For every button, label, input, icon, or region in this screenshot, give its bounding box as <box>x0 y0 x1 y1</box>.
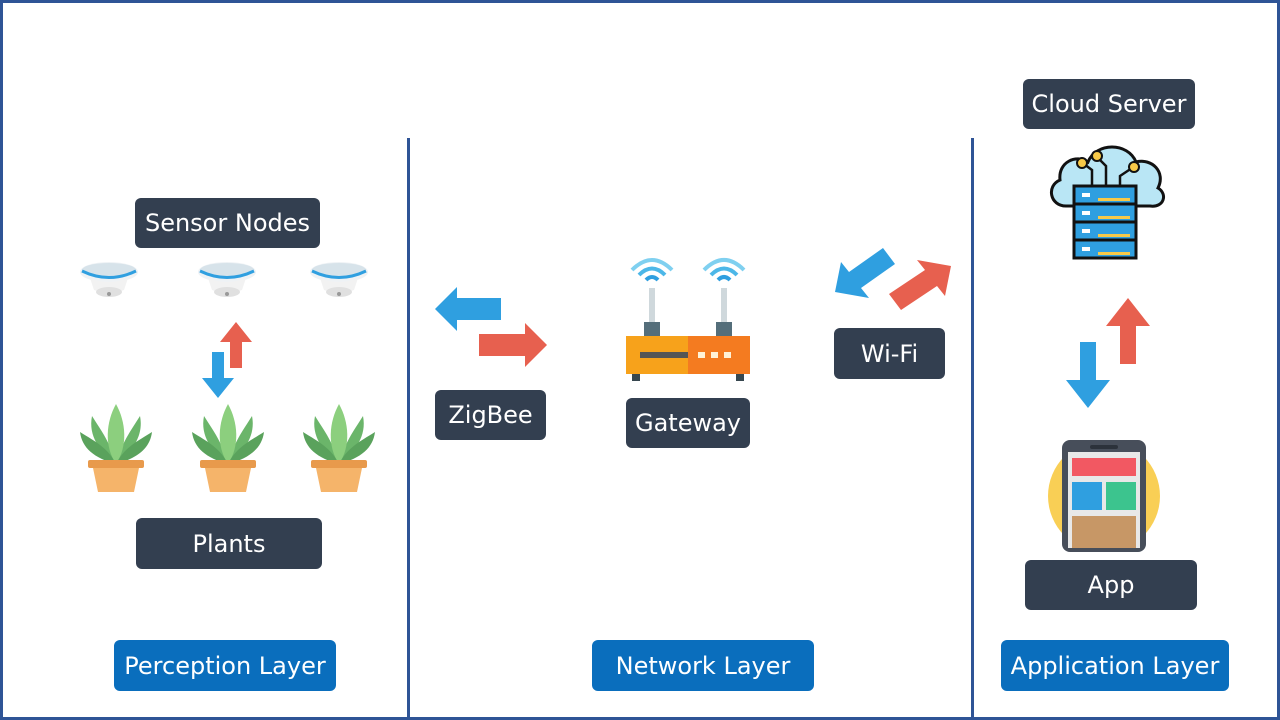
application-layer-label: Application Layer <box>1001 640 1229 691</box>
sensor-icon <box>198 262 256 297</box>
sensor-icon <box>80 262 138 297</box>
divider-left <box>407 138 410 720</box>
cloud-server-label: Cloud Server <box>1023 79 1195 129</box>
cloud-server-icon <box>1050 145 1166 260</box>
app-label: App <box>1025 560 1197 610</box>
zigbee-arrows-icon <box>435 287 547 367</box>
plant-icon <box>303 404 375 492</box>
mobile-app-icon <box>1048 440 1160 552</box>
wifi-arrows-icon <box>835 248 951 310</box>
network-layer-label: Network Layer <box>592 640 814 691</box>
divider-right <box>971 138 974 720</box>
perception-layer-label: Perception Layer <box>114 640 336 691</box>
sensor-icon <box>310 262 368 297</box>
gateway-label: Gateway <box>626 398 750 448</box>
router-icon <box>626 258 750 381</box>
zigbee-label: ZigBee <box>435 390 546 440</box>
plant-icon <box>192 404 264 492</box>
plant-icon <box>80 404 152 492</box>
wifi-label: Wi-Fi <box>834 328 945 379</box>
sensor-plant-arrows-icon <box>202 322 252 398</box>
sensor-nodes-label: Sensor Nodes <box>135 198 320 248</box>
plants-label: Plants <box>136 518 322 569</box>
cloud-app-arrows-icon <box>1066 298 1150 408</box>
